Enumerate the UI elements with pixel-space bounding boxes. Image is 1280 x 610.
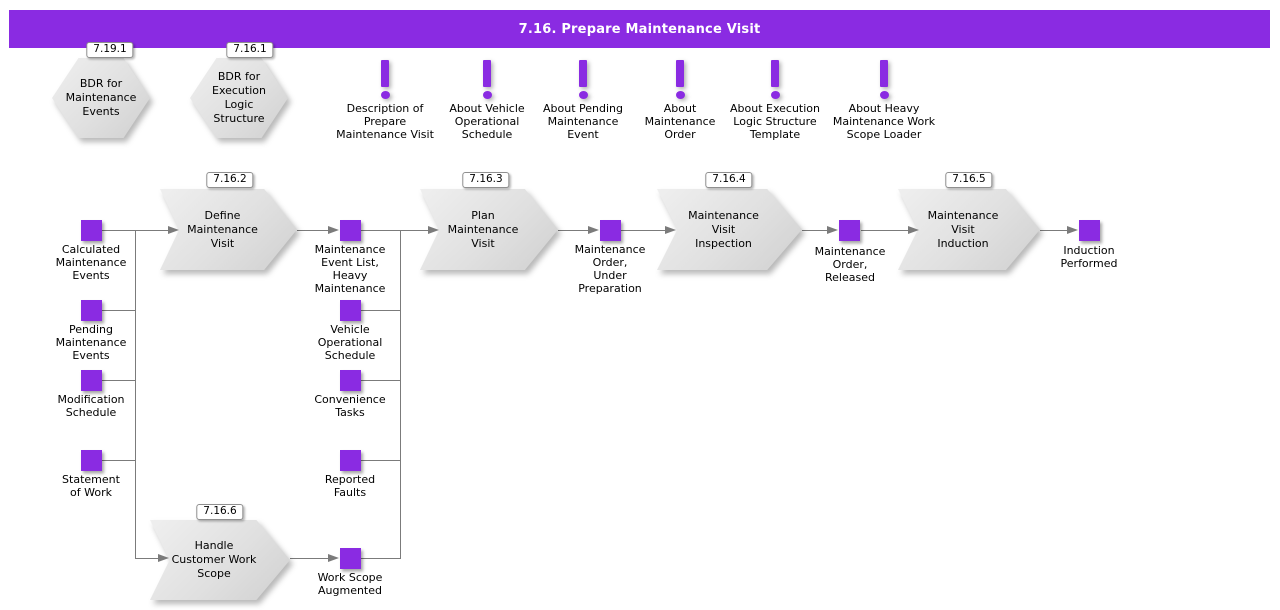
event-vehicle-operational-schedule [340, 300, 361, 321]
badge-7-16-5[interactable]: 7.16.5 [945, 172, 993, 188]
event-work-scope-augmented [340, 548, 361, 569]
note-about-pending-maintenance-event[interactable]: About Pending Maintenance Event [513, 60, 653, 141]
flow-arrow [428, 226, 439, 234]
event-statement-of-work [81, 450, 102, 471]
event-convenience-tasks [340, 370, 361, 391]
connector-line [1040, 230, 1067, 231]
hexagon-bdr-execution-logic-structure[interactable]: BDR for Execution Logic Structure [190, 58, 288, 138]
process-label: Define Maintenance Visit [187, 208, 258, 250]
event-label: Work Scope Augmented [317, 571, 383, 597]
note-label: About Pending Maintenance Event [543, 102, 623, 141]
note-about-maintenance-order[interactable]: About Maintenance Order [610, 60, 750, 141]
connector-line [361, 558, 400, 559]
hexagon-label: BDR for Maintenance Events [65, 77, 137, 118]
event-label: Statement of Work [62, 473, 120, 499]
process-handle-customer-work-scope[interactable]: Handle Customer Work Scope [150, 520, 290, 600]
event-pending-maintenance-events [81, 300, 102, 321]
event-label: Modification Schedule [57, 393, 125, 419]
note-about-vehicle-operational-schedule[interactable]: About Vehicle Operational Schedule [417, 60, 557, 141]
event-label: Vehicle Operational Schedule [317, 323, 383, 362]
flow-arrow [1067, 226, 1078, 234]
connector-line [290, 558, 328, 559]
exclamation-icon [878, 60, 890, 99]
connector-line [361, 460, 400, 461]
flow-arrow [158, 554, 169, 562]
exclamation-icon [769, 60, 781, 99]
exclamation-icon [674, 60, 686, 99]
flow-arrow [908, 226, 919, 234]
connector-line [102, 310, 135, 311]
badge-7-16-1[interactable]: 7.16.1 [226, 42, 274, 58]
flow-arrow [827, 226, 838, 234]
flow-arrow [588, 226, 599, 234]
note-label: About Execution Logic Structure Template [730, 102, 820, 141]
connector-line [621, 230, 665, 231]
flow-arrow [168, 226, 179, 234]
event-maintenance-order-released [839, 220, 860, 241]
connector-line [297, 230, 328, 231]
note-label: Description of Prepare Maintenance Visit [336, 102, 434, 141]
event-modification-schedule [81, 370, 102, 391]
hexagon-label: BDR for Execution Logic Structure [212, 70, 266, 125]
connector-line [102, 460, 135, 461]
note-description-of-prepare-maintenance-visit[interactable]: Description of Prepare Maintenance Visit [315, 60, 455, 141]
exclamation-icon [481, 60, 493, 99]
note-about-execution-logic-structure-template[interactable]: About Execution Logic Structure Template [705, 60, 845, 141]
connector-line [861, 230, 908, 231]
event-label: Maintenance Order, Under Preparation [574, 243, 646, 295]
flow-arrow [665, 226, 676, 234]
page-title: 7.16. Prepare Maintenance Visit [518, 21, 761, 37]
process-plan-maintenance-visit[interactable]: Plan Maintenance Visit [420, 189, 558, 270]
connector-line [135, 558, 158, 559]
event-label: Induction Performed [1060, 244, 1118, 270]
connector-line [400, 230, 428, 231]
connector-line [102, 230, 135, 231]
flow-arrow [328, 226, 339, 234]
connector-line [135, 230, 169, 231]
event-induction-performed [1079, 220, 1100, 241]
page-title-bar: 7.16. Prepare Maintenance Visit [9, 10, 1270, 48]
connector-line [361, 380, 400, 381]
process-maintenance-visit-induction[interactable]: Maintenance Visit Induction [898, 189, 1040, 270]
connector-line [361, 230, 400, 231]
event-label: Pending Maintenance Events [55, 323, 127, 362]
event-label: Reported Faults [324, 473, 376, 499]
badge-7-16-2[interactable]: 7.16.2 [206, 172, 254, 188]
note-label: About Maintenance Order [644, 102, 716, 141]
exclamation-icon [577, 60, 589, 99]
note-label: About Vehicle Operational Schedule [449, 102, 525, 141]
event-maintenance-event-list-heavy-maintenance [340, 220, 361, 241]
connector-line [400, 230, 401, 559]
connector-line [802, 230, 827, 231]
hexagon-bdr-maintenance-events[interactable]: BDR for Maintenance Events [52, 58, 150, 138]
badge-7-16-6[interactable]: 7.16.6 [196, 504, 244, 520]
event-label: Calculated Maintenance Events [55, 243, 127, 282]
event-label: Convenience Tasks [314, 393, 386, 419]
connector-line [135, 230, 136, 559]
connector-line [558, 230, 588, 231]
event-label: Maintenance Order, Released [814, 245, 886, 284]
process-label: Handle Customer Work Scope [171, 539, 257, 580]
exclamation-icon [379, 60, 391, 99]
process-label: Maintenance Visit Inspection [688, 208, 759, 250]
connector-line [361, 310, 400, 311]
badge-7-16-4[interactable]: 7.16.4 [705, 172, 753, 188]
process-label: Plan Maintenance Visit [447, 208, 519, 250]
event-calculated-maintenance-events [81, 220, 102, 241]
badge-7-19-1[interactable]: 7.19.1 [86, 42, 134, 58]
connector-line [102, 380, 135, 381]
note-about-heavy-maintenance-work-scope-loader[interactable]: About Heavy Maintenance Work Scope Loade… [814, 60, 954, 141]
event-maintenance-order-under-preparation [600, 220, 621, 241]
note-label: About Heavy Maintenance Work Scope Loade… [832, 102, 936, 141]
flow-arrow [328, 554, 339, 562]
badge-7-16-3[interactable]: 7.16.3 [462, 172, 510, 188]
process-maintenance-visit-inspection[interactable]: Maintenance Visit Inspection [657, 189, 802, 270]
event-label: Maintenance Event List, Heavy Maintenanc… [314, 243, 386, 295]
process-label: Maintenance Visit Induction [927, 208, 999, 250]
process-define-maintenance-visit[interactable]: Define Maintenance Visit [160, 189, 297, 270]
event-reported-faults [340, 450, 361, 471]
